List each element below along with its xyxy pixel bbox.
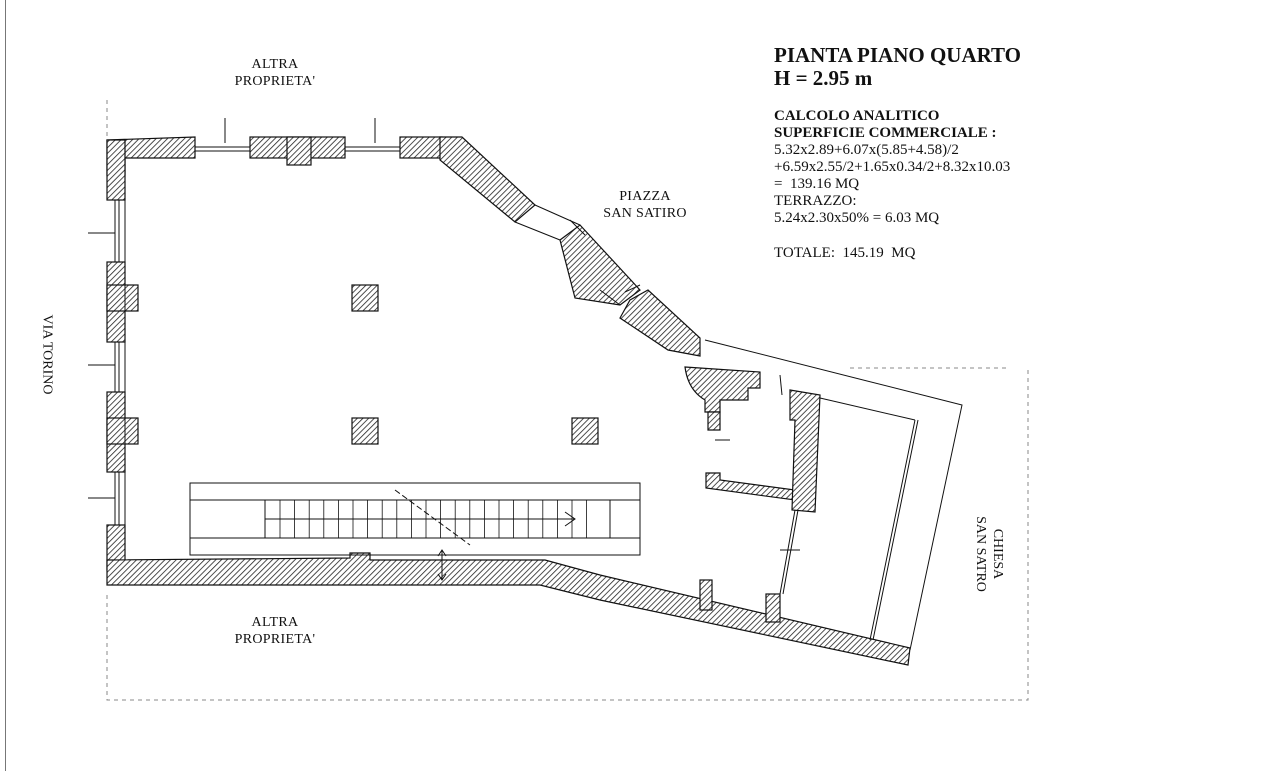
pilaster-top <box>286 136 312 166</box>
wall-left-top <box>106 139 126 201</box>
wall-diagonal <box>439 136 536 223</box>
calc-heading: CALCOLO ANALITICO <box>774 108 940 124</box>
label-piazza: PIAZZA SAN SATIRO <box>585 188 705 222</box>
wall-diagonal-3 <box>619 289 701 357</box>
plan-title: PIANTA PIANO QUARTO <box>774 43 1022 67</box>
wall-stub-1 <box>699 579 713 611</box>
stair-outline <box>189 482 641 556</box>
dimension-arrow <box>437 549 447 581</box>
column <box>351 284 379 312</box>
label-line: PIAZZA <box>619 189 671 204</box>
stair-arrow <box>564 511 576 527</box>
wall-room-left <box>707 411 721 431</box>
plan-height: H = 2.95 m <box>774 66 873 90</box>
label-line: ALTRA <box>251 57 299 72</box>
label-line: SAN SATRO <box>973 516 988 592</box>
total-area: TOTALE: 145.19 MQ <box>774 245 916 261</box>
info-block: PIANTA PIANO QUARTO H = 2.95 m CALCOLO A… <box>774 44 1021 262</box>
wall-room-block <box>684 366 761 413</box>
wall-stub-2 <box>765 593 781 623</box>
terrace-label: TERRAZZO: <box>774 193 857 209</box>
terrace-calc: 5.24x2.30x50% = 6.03 MQ <box>774 210 940 226</box>
wall-room-bottom <box>705 472 796 501</box>
label-line: ALTRA <box>251 615 299 630</box>
dimension-ticks <box>88 118 800 551</box>
label-line: PROPRIETA' <box>234 632 316 647</box>
stair-steps: (function(){ var g=document.currentScrip… <box>279 500 587 538</box>
boundary-dashed <box>106 100 1029 701</box>
wall-diagonal-2 <box>559 224 641 306</box>
label-top-neighbor: ALTRA PROPRIETA' <box>225 56 325 90</box>
label-line: PROPRIETA' <box>234 74 316 89</box>
wall-room-right <box>789 389 821 513</box>
column <box>351 417 379 445</box>
calc-line: 5.32x2.89+6.07x(5.85+4.58)/2 <box>774 142 959 158</box>
window-top <box>195 146 400 152</box>
label-bottom-neighbor: ALTRA PROPRIETA' <box>225 614 325 648</box>
calc-result: = 139.16 MQ <box>774 176 860 192</box>
thin-wall-room <box>779 509 799 595</box>
pilaster-left-1 <box>106 284 139 312</box>
page-frame-line <box>5 0 6 771</box>
terrace-outline <box>704 339 963 651</box>
label-line: CHIESA <box>990 528 1005 580</box>
label-street: VIA TORINO <box>39 314 55 395</box>
wall-bottom <box>106 552 911 666</box>
column <box>571 417 599 445</box>
stair-cut-line <box>394 489 471 546</box>
pilaster-left-2 <box>106 417 139 445</box>
label-line: SAN SATIRO <box>603 206 687 221</box>
calc-heading: SUPERFICIE COMMERCIALE : <box>774 125 997 141</box>
stair-center-line <box>190 499 640 539</box>
window-left <box>114 200 120 525</box>
window-diagonal <box>514 204 621 306</box>
thin-wall-top-right <box>819 397 916 421</box>
wall-top-right <box>399 136 443 159</box>
calc-line: +6.59x2.55/2+1.65x0.34/2+8.32x10.03 <box>774 159 1011 175</box>
interior-wall-right <box>869 419 919 641</box>
label-church: CHIESA SAN SATRO <box>972 504 1006 604</box>
